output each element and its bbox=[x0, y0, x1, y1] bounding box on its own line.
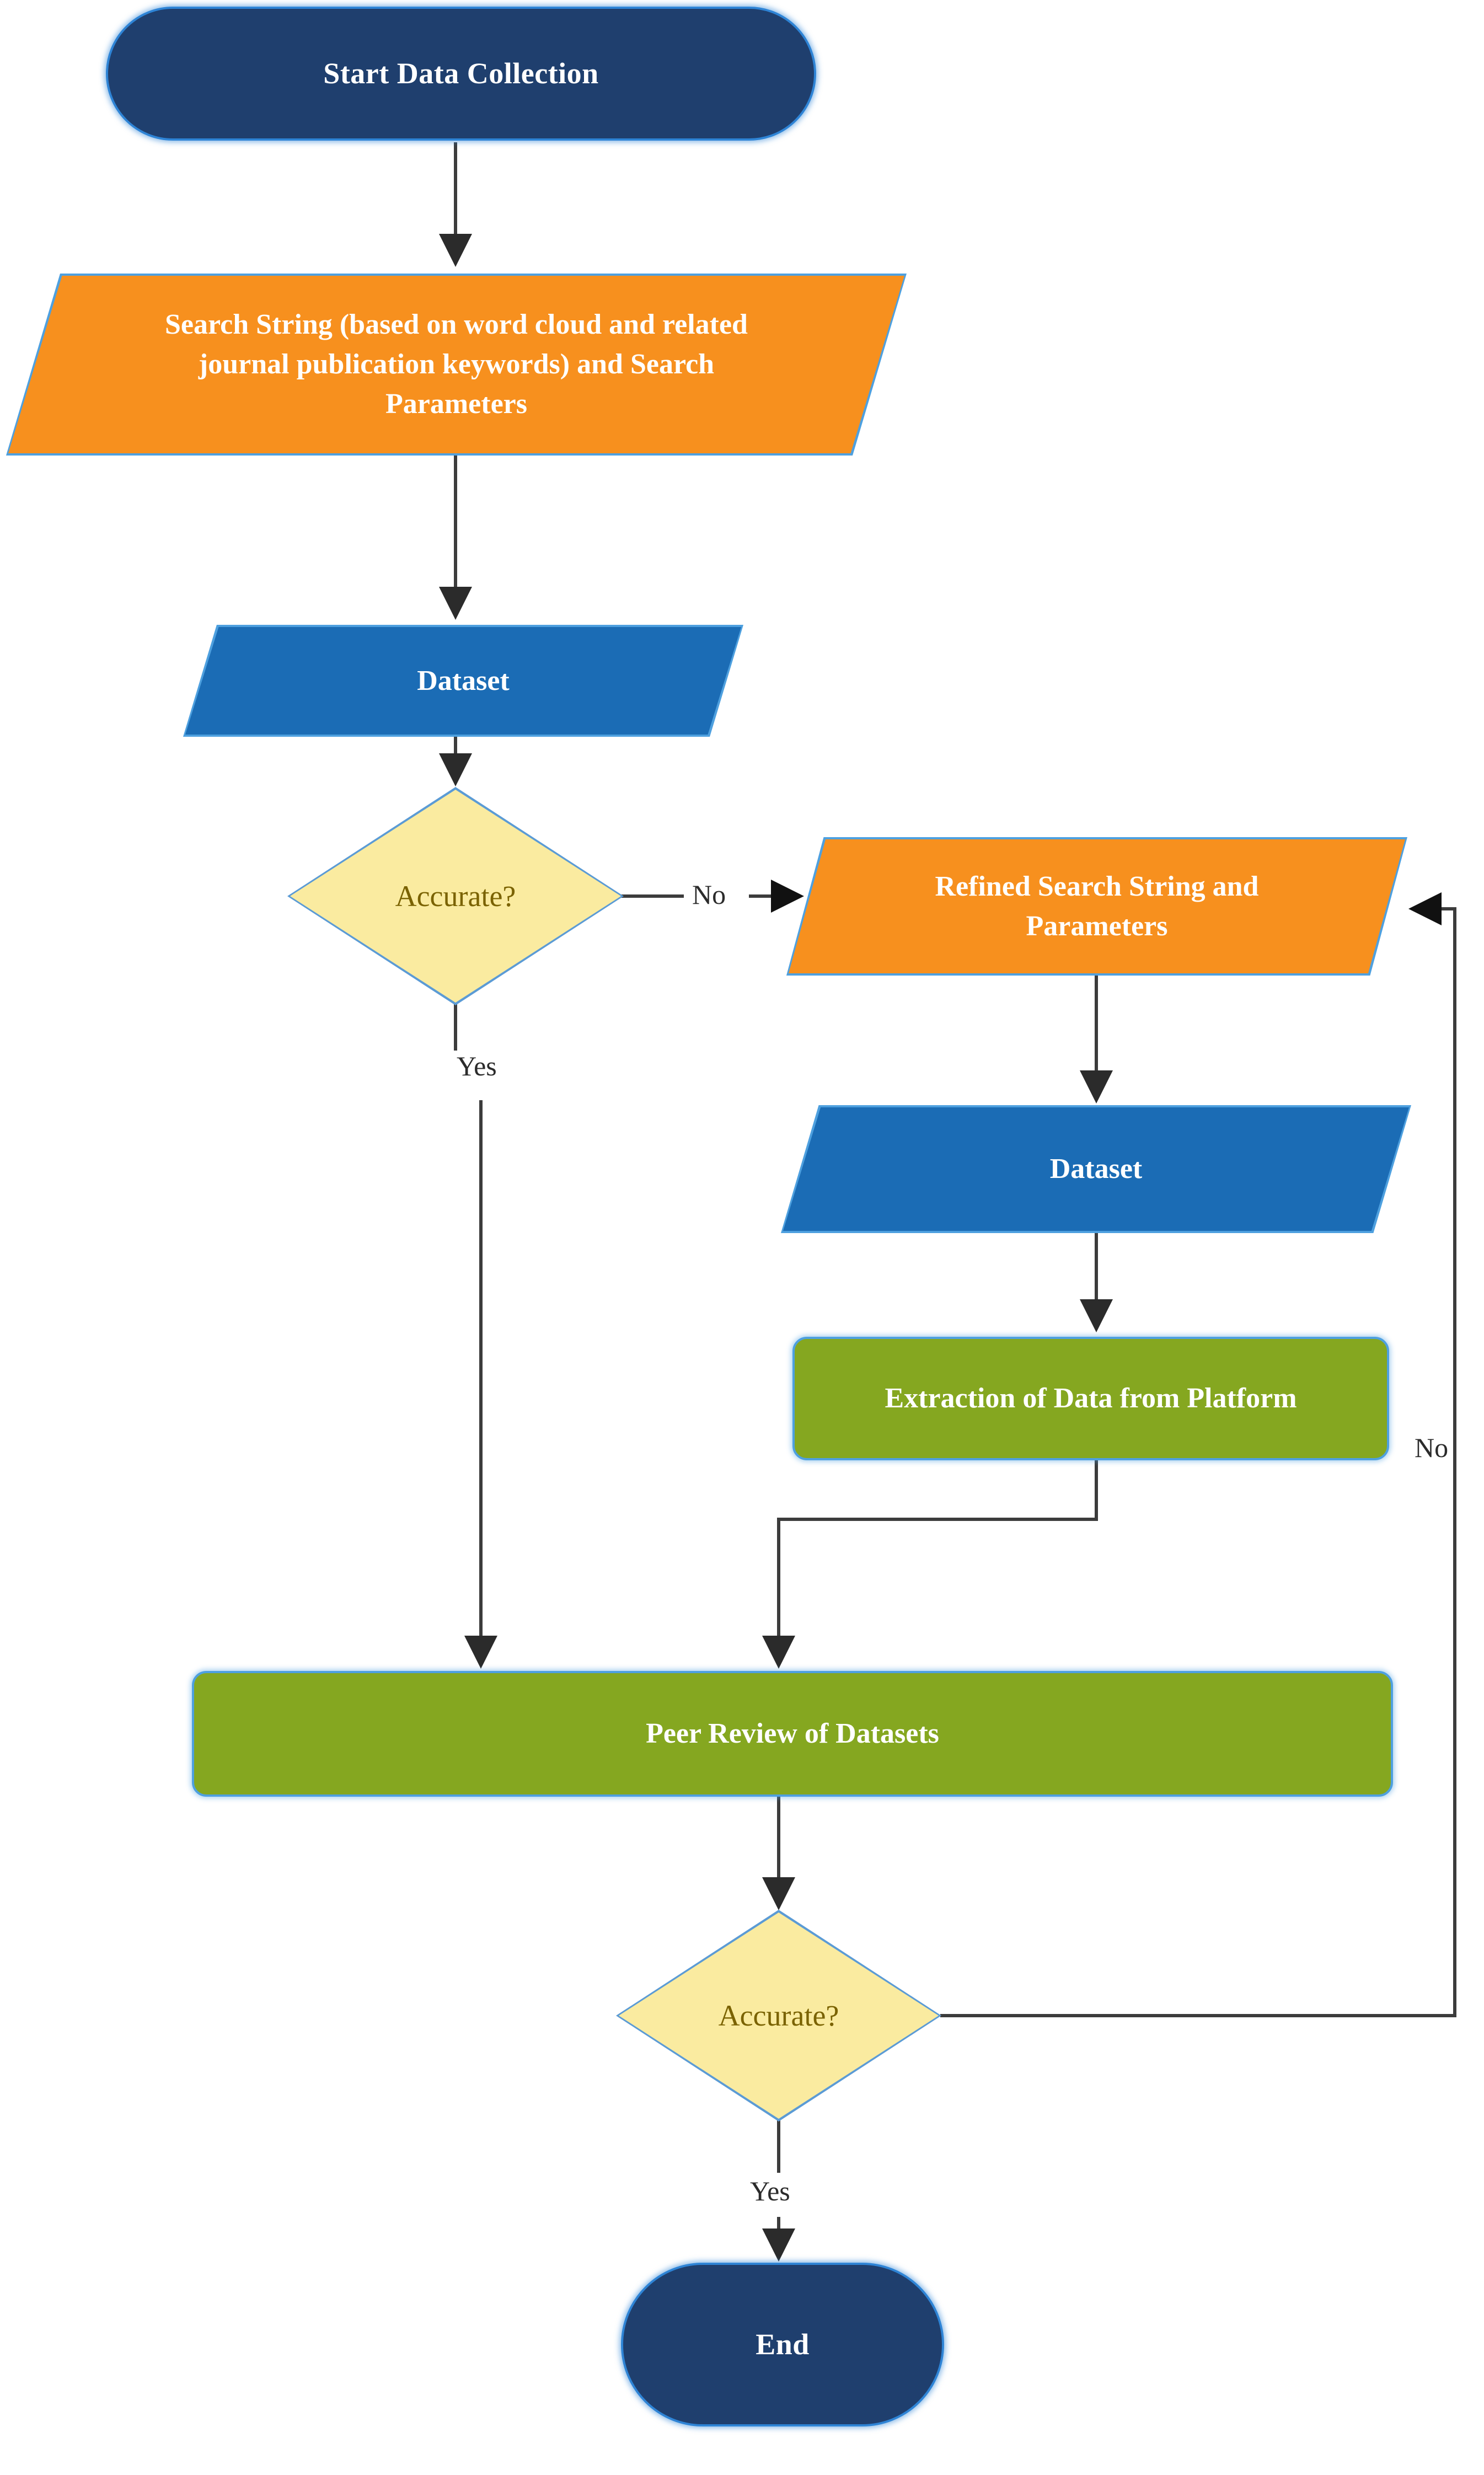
node-extraction-label: Extraction of Data from Platform bbox=[885, 1383, 1297, 1415]
node-end[interactable]: End bbox=[621, 2263, 944, 2426]
node-peer-review[interactable]: Peer Review of Datasets bbox=[192, 1671, 1393, 1797]
edge-label-accurate2-yes: Yes bbox=[750, 2176, 790, 2206]
node-search-string-label: Search String (based on word cloud and r… bbox=[165, 309, 748, 420]
edge-extraction-to-peer-review bbox=[762, 1460, 1098, 1669]
dataset-1-shape bbox=[185, 627, 741, 735]
node-accurate-2-label: Accurate? bbox=[718, 1999, 839, 2032]
node-refined-search-string[interactable]: Refined Search String and Parameters bbox=[786, 837, 1407, 976]
node-dataset-1-label: Dataset bbox=[417, 665, 510, 697]
node-accurate-1[interactable]: Accurate? bbox=[287, 787, 624, 1005]
edge-label-accurate2-no: No bbox=[1415, 1432, 1449, 1463]
node-start-label: Start Data Collection bbox=[323, 57, 599, 90]
node-dataset-1[interactable]: Dataset bbox=[183, 625, 743, 737]
node-peer-review-label: Peer Review of Datasets bbox=[646, 1718, 939, 1750]
refined-shape bbox=[789, 839, 1405, 973]
node-dataset-2-label: Dataset bbox=[1049, 1153, 1143, 1185]
node-extraction[interactable]: Extraction of Data from Platform bbox=[792, 1337, 1389, 1460]
search-string-shape bbox=[8, 276, 904, 453]
edge-label-accurate1-no: No bbox=[692, 879, 726, 910]
node-accurate-2[interactable]: Accurate? bbox=[616, 1910, 941, 2122]
node-search-string[interactable]: Search String (based on word cloud and r… bbox=[6, 274, 907, 456]
node-accurate-1-label: Accurate? bbox=[395, 879, 516, 913]
dataset-2-shape bbox=[783, 1107, 1409, 1231]
node-refined-search-string-label: Refined Search String and Parameters bbox=[935, 870, 1259, 942]
node-start[interactable]: Start Data Collection bbox=[106, 7, 816, 141]
edge-label-accurate1-yes: Yes bbox=[457, 1051, 497, 1081]
node-dataset-2[interactable]: Dataset bbox=[781, 1105, 1411, 1233]
edge-accurate2-no-loop bbox=[940, 892, 1456, 2017]
node-end-label: End bbox=[756, 2328, 810, 2361]
